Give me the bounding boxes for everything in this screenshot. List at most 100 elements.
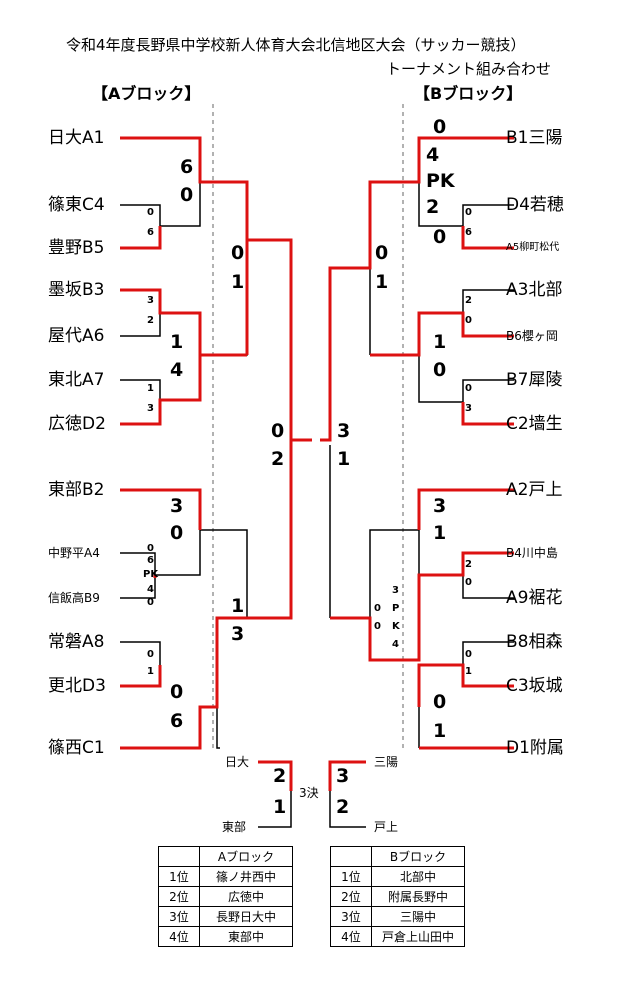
team-a-10: 信飯高B9 xyxy=(48,591,100,605)
score-final-a: 2 xyxy=(271,448,285,470)
a-line-final xyxy=(247,239,292,440)
team-a-3: 豊野B5 xyxy=(48,238,105,258)
score-final-a: 0 xyxy=(271,420,285,442)
score: 0 xyxy=(433,359,447,381)
score: 3 xyxy=(336,765,350,787)
a-line-A4 xyxy=(120,552,156,575)
b-win-B1 xyxy=(320,136,514,442)
b-win-r3 xyxy=(330,578,421,662)
team-a-11: 常磐A8 xyxy=(48,632,105,652)
score: 3 xyxy=(231,623,245,645)
a-win-final xyxy=(245,238,302,442)
b-line-r2-1 xyxy=(418,182,463,227)
b-line-r3-2 xyxy=(369,529,419,618)
rank-cell: 2位 xyxy=(330,886,372,907)
block-a-label: 【Aブロック】 xyxy=(92,84,201,103)
score-pk: PK xyxy=(143,569,159,580)
third-a-winner xyxy=(258,760,293,791)
score: 4 xyxy=(147,584,154,595)
score: 6 xyxy=(147,227,154,238)
a-line-A8 xyxy=(120,641,161,665)
score: 0 xyxy=(433,116,447,138)
team-b-10: A9裾花 xyxy=(506,588,563,608)
score: 2 xyxy=(465,295,472,306)
score: 1 xyxy=(231,271,245,293)
block-b-label: 【Bブロック】 xyxy=(414,84,523,103)
table-header: Aブロック xyxy=(199,846,293,867)
third-b-loser xyxy=(329,791,366,828)
rank-cell: 3位 xyxy=(158,906,200,927)
score: 3 xyxy=(147,295,154,306)
score: 0 xyxy=(374,603,381,614)
score: 1 xyxy=(170,331,184,353)
score: 2 xyxy=(273,765,287,787)
score: 4 xyxy=(392,639,399,650)
a-line-B9 xyxy=(120,578,156,599)
score: 0 xyxy=(170,681,184,703)
third-b-bottom: 戸上 xyxy=(374,820,399,834)
table-cell xyxy=(330,846,372,867)
team-b-5: B6櫻ヶ岡 xyxy=(506,329,558,343)
score: 1 xyxy=(231,595,245,617)
score: 3 xyxy=(465,403,472,414)
table-cell xyxy=(158,846,200,867)
third-b-winner xyxy=(328,760,366,791)
score-final-b: 1 xyxy=(337,448,351,470)
team-b-3: A5柳町松代 xyxy=(506,242,560,253)
b-win-C3 xyxy=(417,663,514,707)
b-win-B6 xyxy=(370,311,514,357)
a-win-B3 xyxy=(120,288,202,355)
team-b-6: B7犀陵 xyxy=(506,370,563,390)
team-a-4: 墨坂B3 xyxy=(48,280,105,300)
a-line-r2-1 xyxy=(160,182,201,227)
b-line-B7 xyxy=(462,379,514,402)
score: 0 xyxy=(465,383,472,394)
a-line-r3-2 xyxy=(200,529,248,618)
score: 1 xyxy=(465,666,472,677)
school-cell: 三陽中 xyxy=(371,906,465,927)
rank-cell: 1位 xyxy=(158,866,200,887)
score: 2 xyxy=(336,796,350,818)
score: 0 xyxy=(231,242,245,264)
team-a-1: 日大A1 xyxy=(48,128,105,148)
score: 1 xyxy=(147,383,154,394)
ranking-table-a: Aブロック 1位篠ノ井西中 2位広徳中 3位長野日大中 4位東部中 xyxy=(158,846,293,947)
score-pk: PK xyxy=(426,170,455,192)
team-a-13: 篠西C1 xyxy=(48,738,105,758)
score: 6 xyxy=(147,555,154,566)
score: 0 xyxy=(433,691,447,713)
a-win-B2 xyxy=(120,488,202,530)
score: 1 xyxy=(433,331,447,353)
score: 4 xyxy=(170,359,184,381)
score: 3 xyxy=(433,495,447,517)
a-win-D3 xyxy=(120,665,162,688)
b-win-A2 xyxy=(417,488,514,530)
tournament-title: 令和4年度長野県中学校新人体育大会北信地区大会（サッカー競技） xyxy=(66,36,526,54)
rank-cell: 1位 xyxy=(330,866,372,887)
third-a-top: 日大 xyxy=(225,755,250,769)
score-pk: K xyxy=(392,621,400,632)
team-a-6: 東北A7 xyxy=(48,370,105,390)
team-a-2: 篠東C4 xyxy=(48,195,105,215)
school-cell: 広徳中 xyxy=(199,886,293,907)
a-line-C4 xyxy=(120,204,161,226)
b-line-r3-1 xyxy=(369,181,419,355)
third-a-bottom: 東部 xyxy=(222,820,247,834)
score: 0 xyxy=(374,621,381,632)
score: 2 xyxy=(147,315,154,326)
team-a-12: 更北D3 xyxy=(48,676,106,696)
score-final-b: 3 xyxy=(337,420,351,442)
rank-cell: 2位 xyxy=(158,886,200,907)
score: 1 xyxy=(147,666,154,677)
team-b-9: B4川中島 xyxy=(506,546,558,560)
team-b-13: D1附属 xyxy=(506,738,564,758)
rank-cell: 4位 xyxy=(330,926,372,947)
school-cell: 戸倉上山田中 xyxy=(371,926,465,947)
score: 6 xyxy=(465,227,472,238)
a-win-r3 xyxy=(247,440,293,620)
school-cell: 篠ノ井西中 xyxy=(199,866,293,887)
a-line-A6 xyxy=(120,313,161,337)
score: 4 xyxy=(426,144,440,166)
b-win-B4 xyxy=(417,551,514,578)
team-b-4: A3北部 xyxy=(506,280,563,300)
